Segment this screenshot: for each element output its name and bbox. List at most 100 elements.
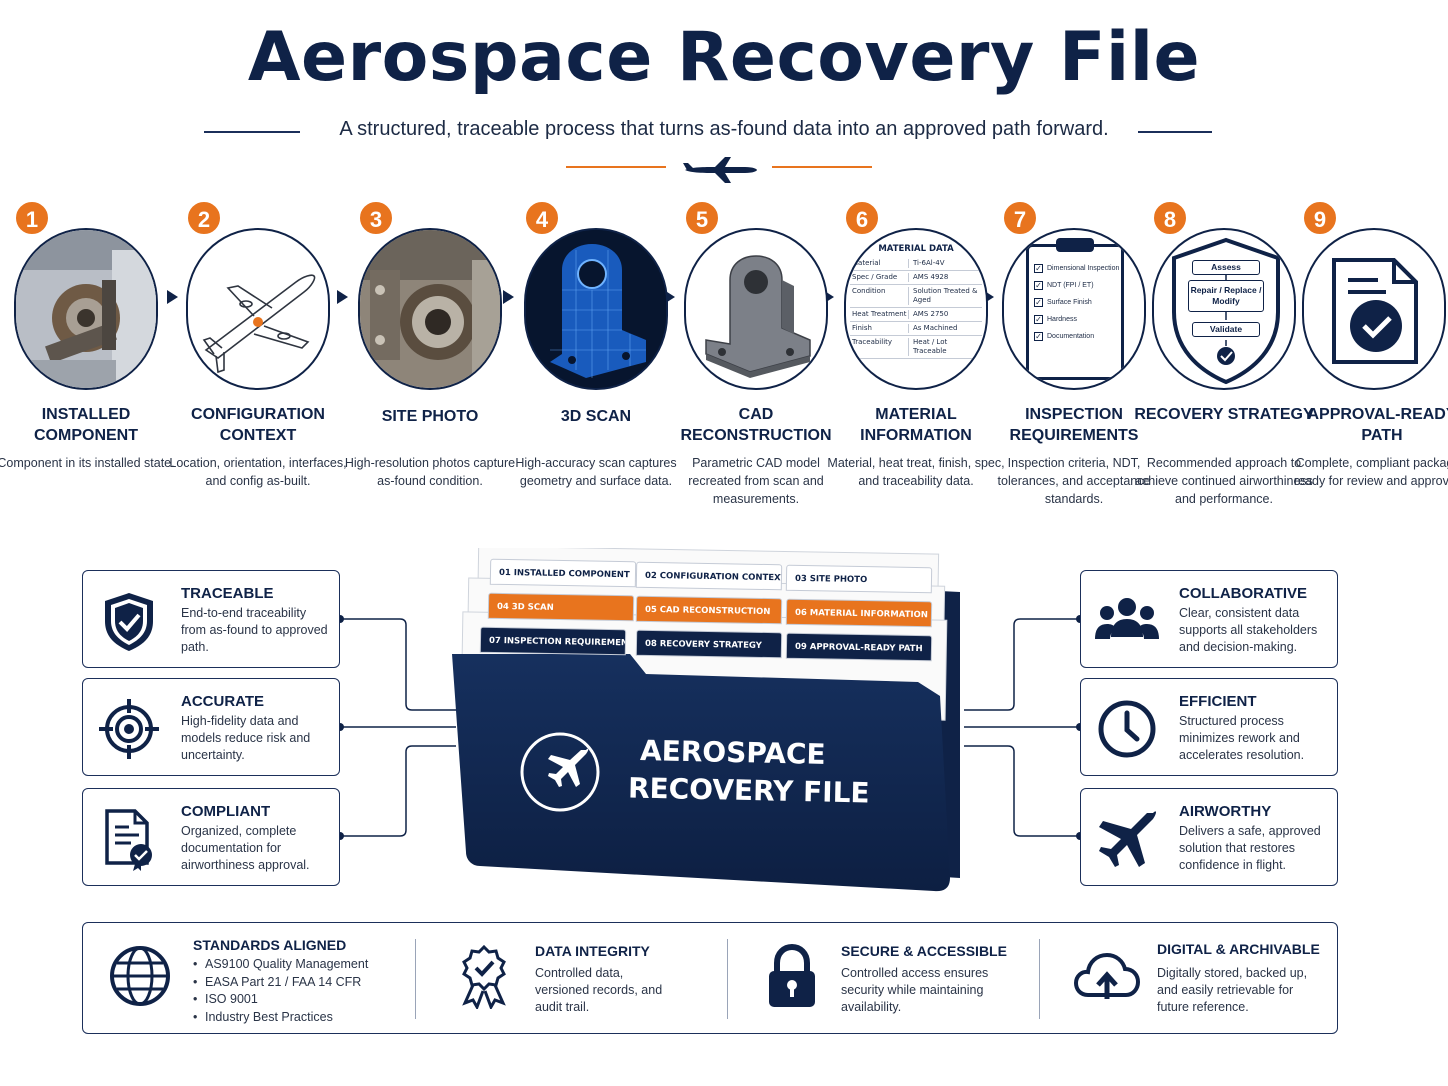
standards-item: Industry Best Practices <box>193 1009 368 1027</box>
checklist-item-label: Dimensional Inspection <box>1047 265 1120 272</box>
people-icon <box>1095 598 1159 639</box>
checklist-item-label: Hardness <box>1047 316 1077 323</box>
band-divider <box>1039 939 1040 1019</box>
material-row-label: Spec / Grade <box>852 273 898 281</box>
step-desc: Complete, compliant package ready for re… <box>1293 456 1448 488</box>
airplane-icon <box>1099 811 1156 867</box>
benefit-title: Digital & Archivable <box>1157 941 1320 957</box>
feature-desc: Clear, consistent data supports all stak… <box>1179 606 1318 654</box>
material-data-sheet: MATERIAL DATA Material Ti-6Al-4V Spec / Gr… <box>844 228 988 390</box>
step-title: 3D Scan <box>560 408 632 425</box>
band-divider <box>415 939 416 1019</box>
benefit-digital-archivable: Digital & Archivable Digitally stored, b… <box>1047 923 1337 1033</box>
material-row-value: AMS 4928 <box>908 273 982 282</box>
clock-icon <box>1098 700 1156 758</box>
checklist-item: ✓NDT (FPI / ET) <box>1034 281 1120 290</box>
folder-tab: 02 CONFIGURATION CONTEXT <box>635 561 783 591</box>
feature-title: Airworthy <box>1179 803 1272 820</box>
step-arrow <box>167 290 178 304</box>
checklist-item: ✓Surface Finish <box>1034 298 1120 307</box>
site-photo-image <box>358 228 502 390</box>
cad-model-image <box>684 228 828 390</box>
checklist-item: ✓Documentation <box>1034 332 1120 341</box>
material-row-value: Solution Treated & Aged <box>908 287 982 305</box>
benefit-title: Secure & Accessible <box>841 943 1007 959</box>
target-icon <box>99 699 159 759</box>
material-row-value: AMS 2750 <box>908 310 982 319</box>
step-desc: Recommended approach to achieve continue… <box>1135 456 1313 506</box>
step-title: Approval-Ready Path <box>1307 406 1448 444</box>
standards-list: AS9100 Quality Management EASA Part 21 /… <box>193 956 368 1026</box>
feature-title: Compliant <box>181 803 271 820</box>
material-row-value: Ti-6Al-4V <box>908 259 982 268</box>
step-number-badge: 4 <box>524 200 560 236</box>
step-desc: Material, heat treat, finish, spec, and … <box>827 456 1005 488</box>
material-row: Condition Solution Treated & Aged <box>850 285 982 308</box>
folder-tab: 07 INSPECTION REQUIREMENTS <box>479 626 627 656</box>
folder-tab: 03 SITE PHOTO <box>785 564 933 594</box>
step-number-badge: 7 <box>1002 200 1038 236</box>
step-number-badge: 6 <box>844 200 880 236</box>
step-arrow <box>983 290 994 304</box>
3d-scan-mesh-image <box>524 228 668 390</box>
step-title: Recovery Strategy <box>1134 406 1314 423</box>
material-row: Traceability Heat / Lot Traceable <box>850 336 982 359</box>
subtitle-rule-right <box>1138 131 1212 133</box>
folder-tab: 06 MATERIAL INFORMATION <box>785 598 933 628</box>
folder-label-line2: RECOVERY FILE <box>627 771 870 810</box>
step-desc: Component in its installed state. <box>0 456 175 470</box>
step-arrow <box>823 290 834 304</box>
feature-title: Collaborative <box>1179 585 1308 602</box>
step-number-badge: 5 <box>684 200 720 236</box>
benefit-secure-accessible: Secure & Accessible Controlled access en… <box>737 923 1037 1033</box>
folder-tab: 09 APPROVAL-READY PATH <box>785 632 933 662</box>
feature-desc: Delivers a safe, approved solution that … <box>1179 824 1321 872</box>
step-arrow <box>337 290 348 304</box>
step-title: CAD Reconstruction <box>680 406 832 444</box>
material-row-label: Traceability <box>852 338 893 346</box>
strategy-step-repair: Repair / Replace / Modify <box>1188 280 1264 312</box>
feature-efficient: Efficient Structured process minimizes r… <box>1080 678 1338 776</box>
step-number-badge: 3 <box>358 200 394 236</box>
certificate-icon <box>105 809 152 871</box>
material-row-label: Condition <box>852 287 886 295</box>
benefit-standards-aligned: Standards Aligned AS9100 Quality Managem… <box>83 923 413 1033</box>
padlock-icon <box>769 943 815 1007</box>
cloud-upload-icon <box>1073 952 1141 999</box>
step-title: Material Information <box>860 406 972 444</box>
approved-document-icon <box>1302 228 1446 390</box>
standards-item: ISO 9001 <box>193 991 368 1009</box>
folder-tab: 04 3D SCAN <box>487 592 635 622</box>
feature-compliant: Compliant Organized, complete documentat… <box>82 788 340 886</box>
material-row-label: Heat Treatment <box>852 310 907 318</box>
benefit-desc: Digitally stored, backed up, and easily … <box>1157 966 1308 1014</box>
folder-tab: 08 RECOVERY STRATEGY <box>635 629 783 659</box>
feature-desc: High-fidelity data and models reduce ris… <box>181 714 311 762</box>
feature-collaborative: Collaborative Clear, consistent data sup… <box>1080 570 1338 668</box>
step-desc: Inspection criteria, NDT, tolerances, an… <box>997 456 1151 506</box>
checkbox-checked-icon: ✓ <box>1034 332 1043 341</box>
step-desc: High-resolution photos capture as-found … <box>344 456 516 488</box>
feature-traceable: Traceable End-to-end traceability from a… <box>82 570 340 668</box>
step-number-badge: 8 <box>1152 200 1188 236</box>
material-row-label: Material <box>852 259 881 267</box>
step-arrow <box>503 290 514 304</box>
checkbox-checked-icon: ✓ <box>1034 298 1043 307</box>
strategy-step-assess: Assess <box>1192 260 1260 275</box>
material-row-value: Heat / Lot Traceable <box>908 338 982 356</box>
checkbox-checked-icon: ✓ <box>1034 315 1043 324</box>
material-row: Spec / Grade AMS 4928 <box>850 271 982 285</box>
folder-tab: 05 CAD RECONSTRUCTION <box>635 595 783 625</box>
inspection-checklist: ✓ Dimensional Inspection ✓NDT (FPI / ET) ✓S… <box>1034 264 1120 349</box>
feature-title: Efficient <box>1179 693 1257 710</box>
step-number-badge: 2 <box>186 200 222 236</box>
checklist-item: ✓ Hardness <box>1034 315 1120 324</box>
feature-desc: End-to-end traceability from as-found to… <box>181 606 328 654</box>
benefit-title: Data Integrity <box>535 943 650 959</box>
material-data-heading: MATERIAL DATA <box>878 244 954 254</box>
step-title: Installed Component <box>34 406 138 444</box>
